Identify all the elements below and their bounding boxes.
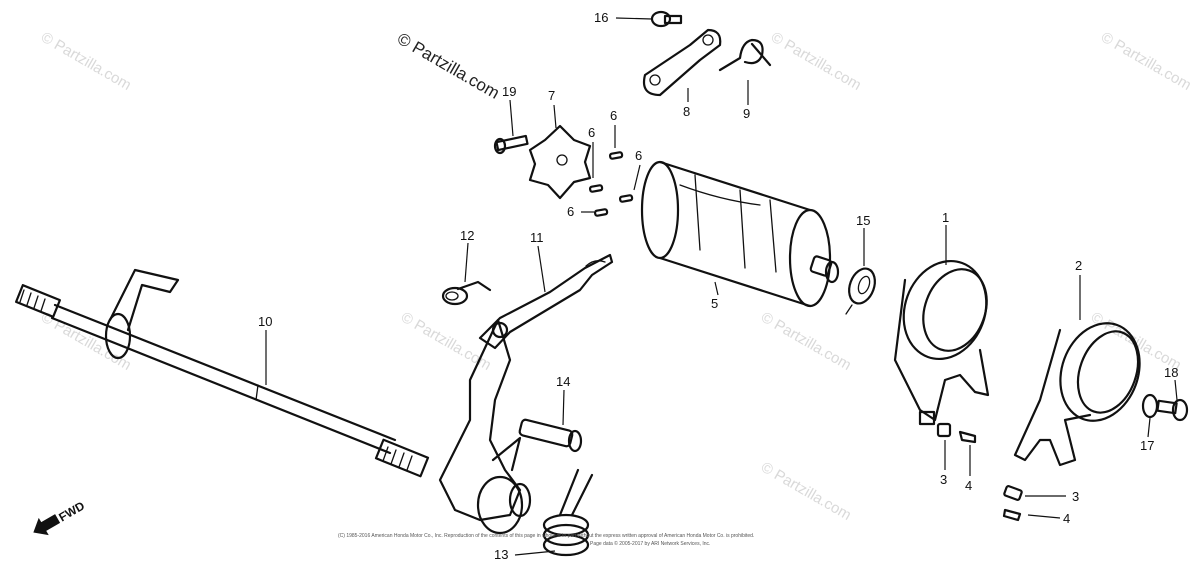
callout-4b: 4 xyxy=(1063,511,1070,526)
callout-15: 15 xyxy=(856,213,870,228)
watermark-main: © Partzilla.com xyxy=(394,29,503,103)
fwd-label: FWD xyxy=(56,498,87,524)
part-10-shift-fork-shaft xyxy=(14,268,430,478)
part-12-spring xyxy=(441,280,492,306)
copyright-footer: (C) 1985-2016 American Honda Motor Co., … xyxy=(338,533,754,547)
callout-9: 9 xyxy=(743,106,750,121)
callout-17: 17 xyxy=(1140,438,1154,453)
part-6-pins xyxy=(588,151,634,217)
callout-8: 8 xyxy=(683,104,690,119)
callout-14: 14 xyxy=(556,374,570,389)
callout-6b: 6 xyxy=(610,108,617,123)
callout-19: 19 xyxy=(502,84,516,99)
callout-6a: 6 xyxy=(588,125,595,140)
callout-6d: 6 xyxy=(567,204,574,219)
part-13-gearshift-arm xyxy=(438,318,594,557)
callout-12: 12 xyxy=(460,228,474,243)
watermark: © Partzilla.com xyxy=(1098,29,1194,94)
callout-18: 18 xyxy=(1164,365,1178,380)
callout-5: 5 xyxy=(711,296,718,311)
part-9-spring xyxy=(718,38,772,72)
part-5-shift-drum xyxy=(640,160,840,308)
callout-6c: 6 xyxy=(635,148,642,163)
callout-11: 11 xyxy=(530,230,544,245)
callout-3b: 3 xyxy=(1072,489,1079,504)
part-16-bolt xyxy=(650,10,683,28)
footer-line-1: (C) 1985-2016 American Honda Motor Co., … xyxy=(338,533,754,539)
footer-line-2: Page data © 2005-2017 by ARI Network Ser… xyxy=(590,540,710,547)
callout-16: 16 xyxy=(594,10,608,25)
callout-3: 3 xyxy=(940,472,947,487)
watermark: © Partzilla.com xyxy=(758,309,854,374)
callout-labels: 1 2 3 4 3 4 5 6 6 6 6 7 8 9 10 11 12 13 … xyxy=(258,10,1178,562)
part-2-shift-fork xyxy=(1013,322,1141,467)
part-7-star-plate xyxy=(528,124,592,200)
watermark: © Partzilla.com xyxy=(398,309,494,374)
callout-10: 10 xyxy=(258,314,272,329)
part-14-collar-pin xyxy=(518,418,583,453)
leader-lines xyxy=(265,17,1178,556)
callout-13: 13 xyxy=(494,547,508,562)
part-8-plate xyxy=(642,28,722,97)
part-15-washer xyxy=(845,267,876,315)
callout-4: 4 xyxy=(965,478,972,493)
part-19-bolt xyxy=(493,134,529,155)
part-1-shift-fork xyxy=(893,259,990,426)
watermark: © Partzilla.com xyxy=(768,29,864,94)
callout-7: 7 xyxy=(548,88,555,103)
part-3-4-pins-clips xyxy=(936,422,1023,522)
part-17-18-washer-bolt xyxy=(1141,393,1189,422)
callout-1: 1 xyxy=(942,210,949,225)
fwd-indicator: FWD xyxy=(33,498,87,536)
watermarks: © Partzilla.com © Partzilla.com © Partzi… xyxy=(38,29,1194,524)
watermark: © Partzilla.com xyxy=(758,459,854,524)
part-11-stopper-arm xyxy=(478,253,614,350)
watermark: © Partzilla.com xyxy=(38,29,134,94)
callout-2: 2 xyxy=(1075,258,1082,273)
